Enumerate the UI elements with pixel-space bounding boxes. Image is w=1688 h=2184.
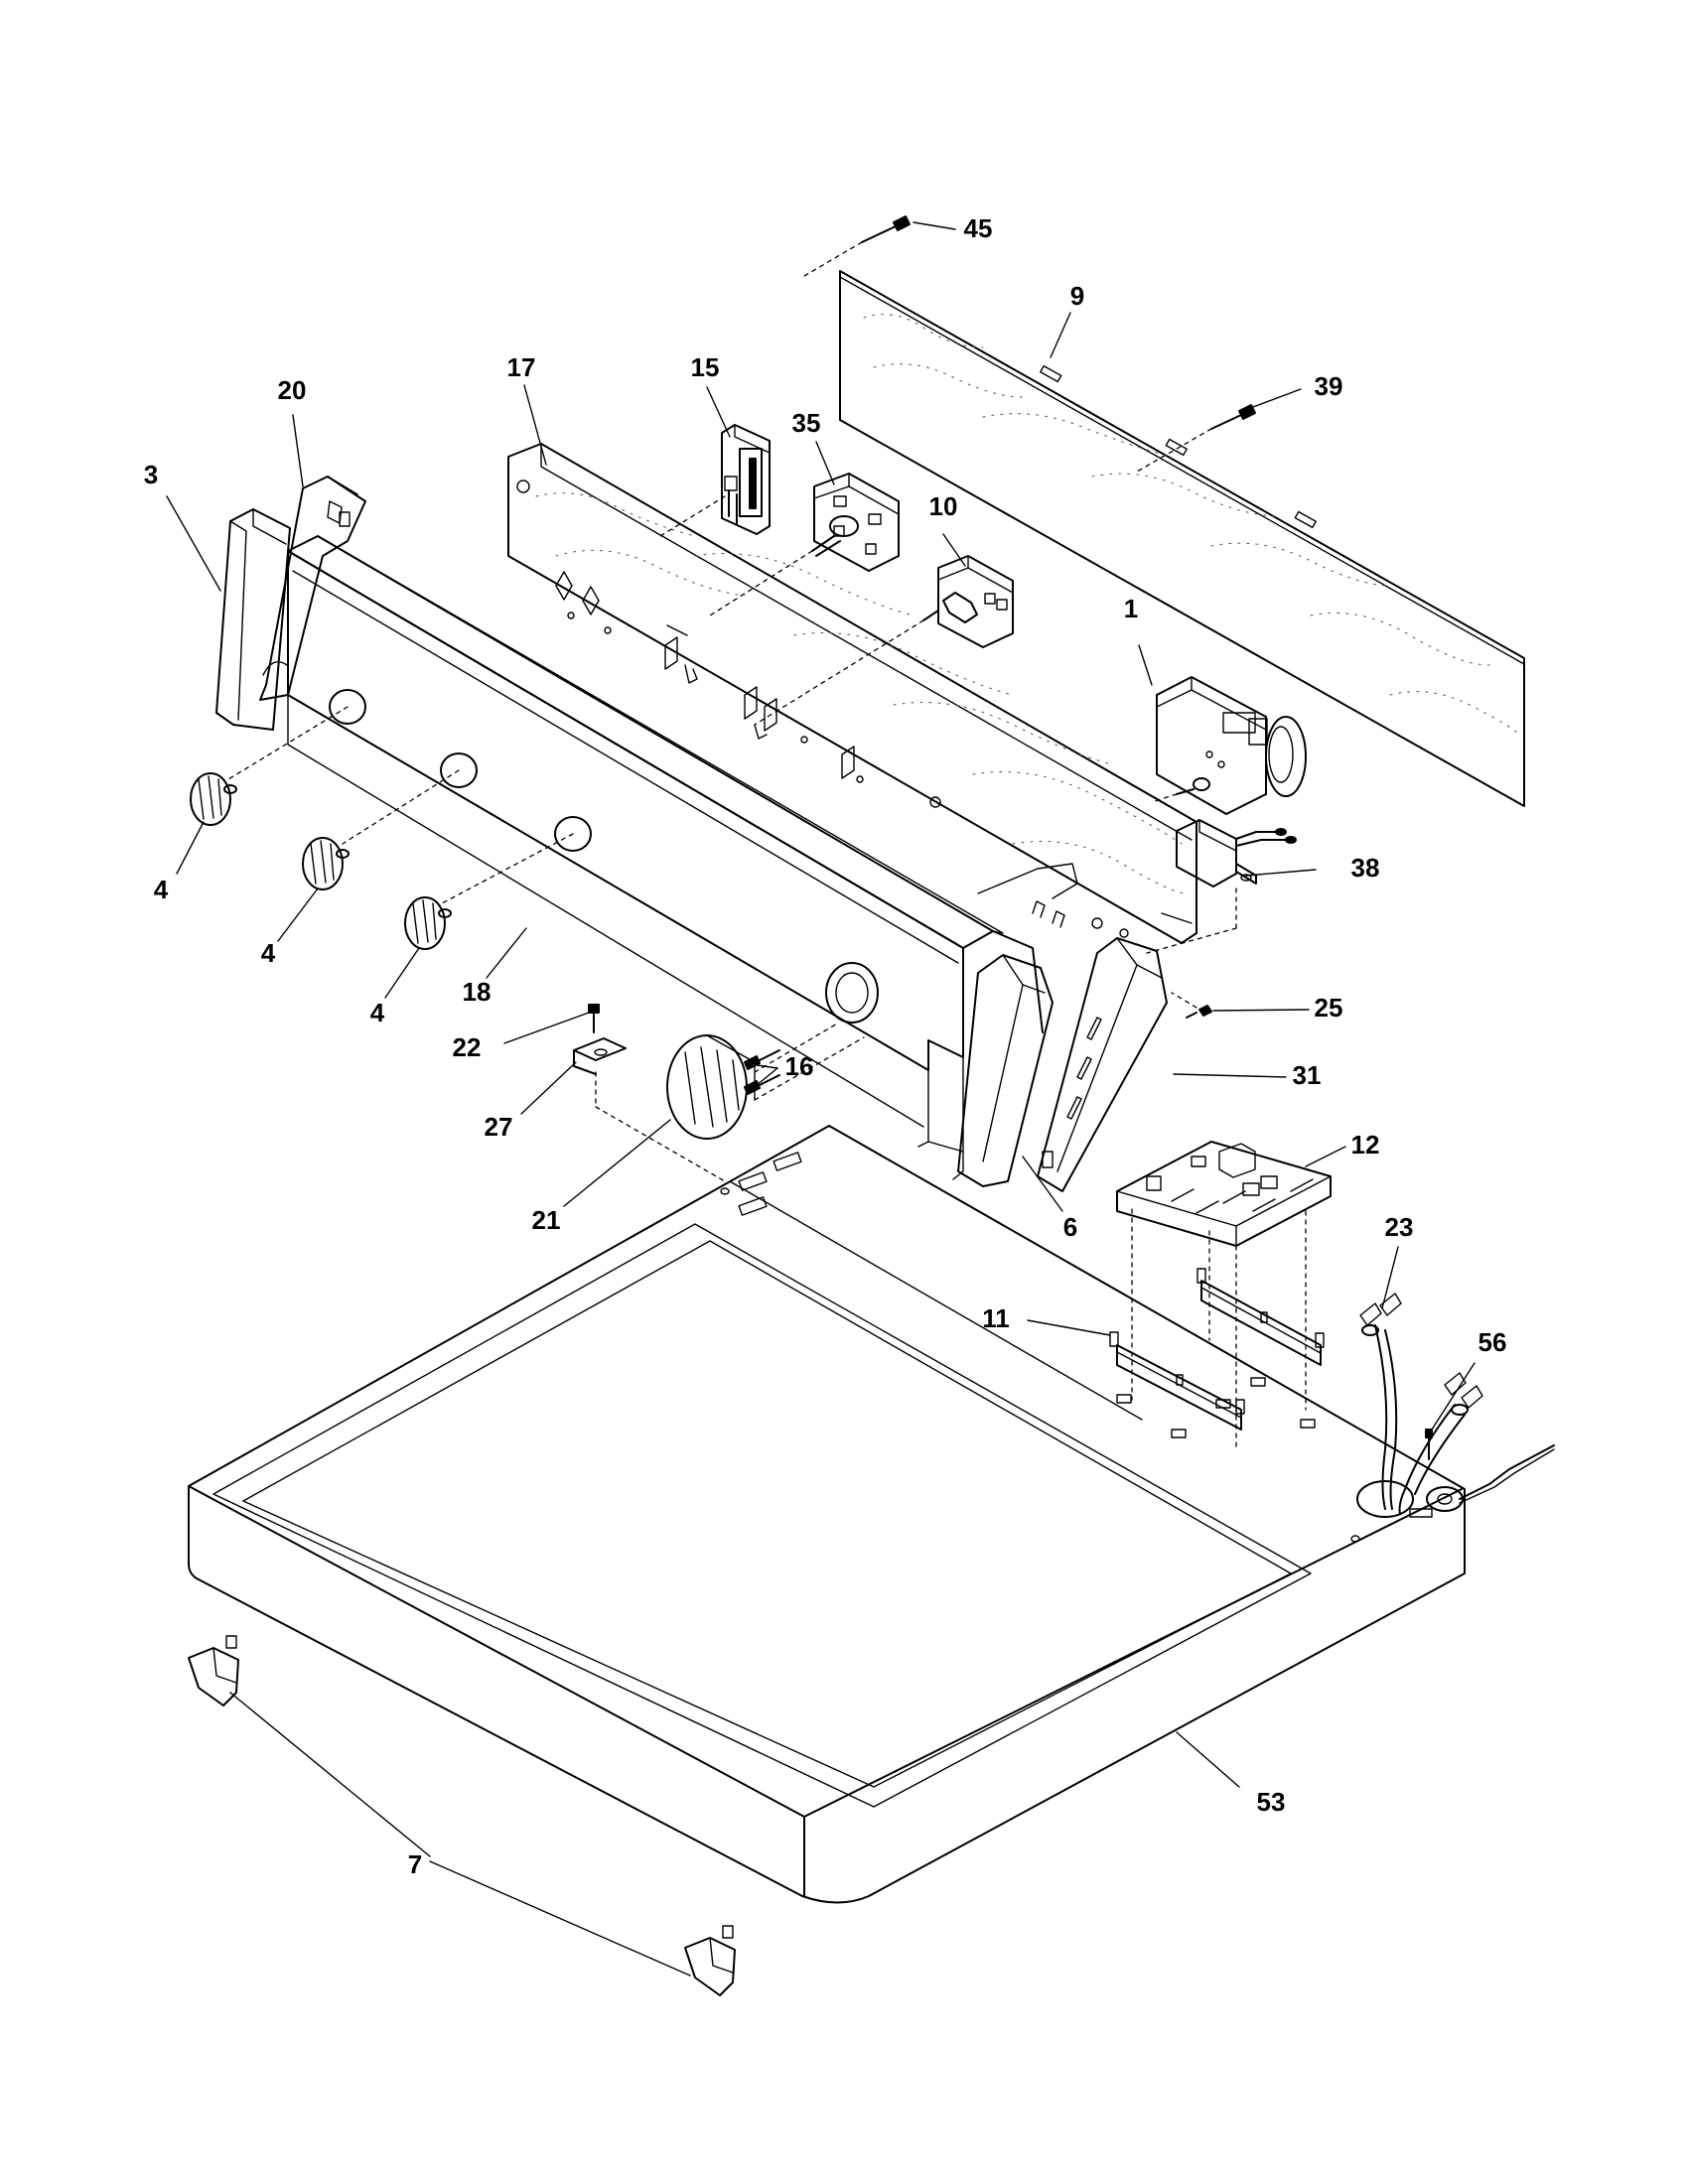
callout-18: 18 xyxy=(463,977,492,1007)
end-cap-31 xyxy=(1037,937,1168,1192)
knob-4a xyxy=(190,772,237,826)
screw-22 xyxy=(588,1004,600,1033)
callout-4a: 4 xyxy=(154,875,169,904)
callout-53: 53 xyxy=(1257,1787,1286,1817)
foot-7b xyxy=(684,1925,736,1996)
callout-27: 27 xyxy=(485,1112,513,1142)
switch-35 xyxy=(811,473,900,572)
callout-6: 6 xyxy=(1063,1212,1077,1242)
callout-10: 10 xyxy=(929,491,958,521)
foot-7a xyxy=(188,1635,239,1706)
screw-56 xyxy=(1425,1429,1433,1460)
callout-25: 25 xyxy=(1315,993,1343,1023)
timer-1 xyxy=(1156,676,1307,815)
end-cap-3 xyxy=(215,508,291,731)
callout-4c: 4 xyxy=(370,998,385,1027)
control-plate-17 xyxy=(507,443,1197,944)
callout-labels: 45 9 39 17 15 35 10 20 3 1 38 4 4 4 18 2… xyxy=(144,213,1507,1879)
bracket-27 xyxy=(573,1037,627,1075)
callout-17: 17 xyxy=(507,352,536,382)
end-cap-20 xyxy=(259,476,366,701)
top-panel-53 xyxy=(188,1125,1555,1904)
rear-panel-9 xyxy=(839,270,1525,807)
callout-15: 15 xyxy=(691,352,720,382)
callout-11: 11 xyxy=(982,1303,1010,1333)
callout-16: 16 xyxy=(785,1051,814,1081)
callout-56: 56 xyxy=(1478,1327,1507,1357)
knob-4c xyxy=(404,896,452,950)
callout-23: 23 xyxy=(1385,1212,1414,1242)
switch-15 xyxy=(721,424,771,535)
callout-1: 1 xyxy=(1124,594,1138,623)
callout-39: 39 xyxy=(1315,371,1343,401)
screw-39 xyxy=(1210,404,1256,430)
circuit-board-12 xyxy=(1116,1141,1332,1247)
knob-21 xyxy=(666,1034,756,1140)
callout-9: 9 xyxy=(1070,281,1084,311)
switch-10 xyxy=(922,555,1014,648)
callout-45: 45 xyxy=(964,213,993,243)
callout-35: 35 xyxy=(792,408,821,438)
callout-3: 3 xyxy=(144,460,158,489)
end-cap-6 xyxy=(957,954,1054,1187)
callout-4b: 4 xyxy=(261,938,276,968)
callout-20: 20 xyxy=(278,375,307,405)
leader-lines xyxy=(166,221,1476,1977)
callout-12: 12 xyxy=(1351,1130,1380,1160)
callout-22: 22 xyxy=(453,1032,482,1062)
callout-7: 7 xyxy=(408,1849,422,1879)
rails-11 xyxy=(1109,1268,1325,1431)
bracket-38 xyxy=(1176,819,1297,887)
callout-38: 38 xyxy=(1351,853,1380,883)
screw-25 xyxy=(1186,1005,1212,1019)
console-18 xyxy=(287,535,1078,1180)
screw-45 xyxy=(861,215,911,243)
knob-4b xyxy=(302,837,350,890)
wire-harness-23 xyxy=(1359,1293,1483,1515)
callout-21: 21 xyxy=(532,1205,561,1235)
screws-16 xyxy=(744,1049,780,1095)
callout-31: 31 xyxy=(1293,1060,1322,1090)
